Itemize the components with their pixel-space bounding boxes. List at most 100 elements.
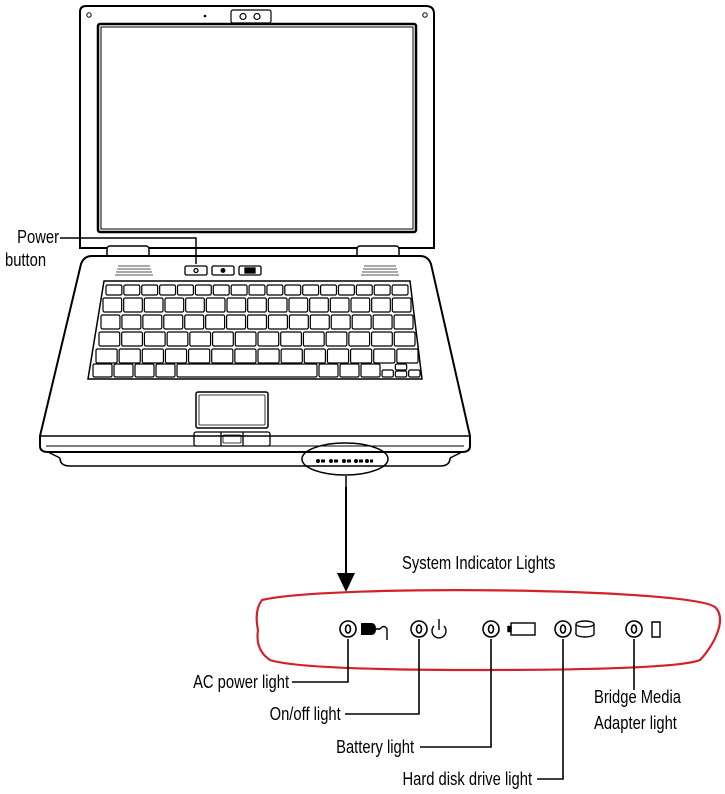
keyboard-key bbox=[164, 348, 188, 364]
keyboard-key bbox=[381, 369, 394, 378]
keyboard-key bbox=[134, 363, 155, 378]
power-button-label-line1: Power bbox=[17, 227, 59, 247]
bridge-media-label-line2: Adapter light bbox=[594, 713, 677, 733]
keyboard-key bbox=[98, 331, 121, 347]
keyboard-key bbox=[143, 331, 166, 347]
hard-disk-icon bbox=[575, 620, 595, 638]
keyboard-key bbox=[280, 331, 303, 347]
keyboard-key bbox=[159, 284, 177, 296]
bridge-media-label-line1: Bridge Media bbox=[594, 687, 681, 707]
keyboard-key bbox=[212, 284, 230, 296]
keyboard-key bbox=[234, 348, 257, 364]
keyboard-key bbox=[280, 348, 303, 364]
keyboard-key bbox=[348, 331, 371, 347]
keyboard-key bbox=[102, 297, 123, 313]
keyboard-key bbox=[184, 314, 205, 330]
keyboard-key bbox=[339, 363, 360, 378]
keyboard-key bbox=[123, 284, 141, 296]
memory-card-icon bbox=[651, 621, 661, 638]
keyboard-key bbox=[396, 348, 419, 364]
keyboard-key bbox=[226, 297, 247, 313]
keyboard-key bbox=[329, 297, 350, 313]
keyboard-key bbox=[319, 284, 338, 296]
keyboard-key bbox=[284, 284, 302, 296]
keyboard-key bbox=[176, 363, 318, 378]
power-button[interactable] bbox=[184, 265, 208, 276]
keyboard-key bbox=[309, 297, 329, 313]
keyboard-key bbox=[141, 284, 159, 296]
keyboard-key bbox=[302, 284, 320, 296]
keyboard-key bbox=[121, 331, 144, 347]
keyboard-key bbox=[373, 348, 396, 364]
keyboard-key bbox=[257, 331, 280, 347]
keyboard-frame bbox=[87, 280, 423, 380]
keyboard-key bbox=[326, 348, 350, 364]
label-leaders bbox=[292, 639, 635, 780]
keyboard-key bbox=[100, 314, 121, 330]
keyboard-key bbox=[302, 331, 325, 347]
keyboard-key bbox=[303, 348, 327, 364]
keyboard-key bbox=[325, 331, 348, 347]
power-symbol-icon bbox=[431, 619, 447, 639]
keyboard-key bbox=[187, 348, 211, 364]
front-indicator-lights bbox=[316, 459, 373, 463]
keyboard-key bbox=[248, 284, 266, 296]
on-off-light-label: On/off light bbox=[269, 704, 341, 724]
battery-icon bbox=[507, 622, 536, 636]
keyboard-key bbox=[142, 314, 163, 330]
keyboard-key bbox=[155, 363, 176, 378]
keyboard-key bbox=[123, 297, 143, 313]
power-button-leader bbox=[60, 237, 197, 264]
keyboard-key bbox=[309, 314, 330, 330]
keyboard-key bbox=[330, 314, 351, 330]
keyboard-key bbox=[266, 284, 284, 296]
keyboard-key bbox=[113, 363, 134, 378]
keyboard-key bbox=[372, 314, 393, 330]
ac-plug-icon bbox=[361, 623, 388, 640]
laptop-lid bbox=[79, 5, 435, 249]
keyboard-key bbox=[226, 314, 247, 330]
keyboard-key bbox=[350, 297, 371, 313]
keyboard-key bbox=[194, 284, 212, 296]
keyboard-key bbox=[205, 314, 226, 330]
keyboard-key bbox=[393, 314, 414, 330]
media-buttons bbox=[211, 265, 262, 276]
keyboard-key bbox=[373, 284, 391, 296]
keyboard-key bbox=[370, 331, 393, 347]
keyboard-key bbox=[176, 284, 195, 296]
webcam bbox=[230, 9, 272, 24]
keyboard-key bbox=[205, 297, 226, 313]
keyboard-key bbox=[247, 297, 267, 313]
keyboard-key bbox=[95, 348, 118, 364]
keyboard-key bbox=[393, 331, 416, 347]
zoom-arrow bbox=[337, 476, 355, 592]
keyboard-key bbox=[288, 314, 309, 330]
front-lights-highlight bbox=[301, 442, 389, 476]
keyboard-key bbox=[164, 297, 185, 313]
keyboard-key bbox=[163, 314, 184, 330]
power-button-label-line2: button bbox=[5, 250, 47, 270]
speaker-grilles bbox=[115, 265, 399, 276]
keyboard-key bbox=[360, 363, 381, 378]
indicator-lenses bbox=[339, 620, 643, 638]
indicator-panel-ellipse bbox=[255, 589, 722, 672]
keyboard-key bbox=[355, 284, 373, 296]
touchpad-buttons bbox=[193, 431, 271, 447]
keyboard-key bbox=[105, 284, 123, 296]
keyboard-key bbox=[371, 297, 391, 313]
hard-disk-drive-light-label: Hard disk drive light bbox=[402, 769, 532, 789]
keyboard-key bbox=[408, 369, 421, 378]
keyboard-key bbox=[391, 297, 412, 313]
keyboard-key bbox=[267, 297, 288, 313]
keyboard-key bbox=[230, 284, 248, 296]
battery-light-label: Battery light bbox=[336, 737, 414, 757]
keyboard bbox=[87, 280, 423, 380]
system-indicator-title: System Indicator Lights bbox=[402, 553, 556, 573]
ac-power-light-label: AC power light bbox=[193, 672, 289, 692]
touchpad bbox=[195, 391, 269, 429]
keyboard-key bbox=[166, 331, 189, 347]
keyboard-key bbox=[121, 314, 142, 330]
keyboard-key bbox=[337, 284, 355, 296]
keyboard-key bbox=[391, 284, 409, 296]
